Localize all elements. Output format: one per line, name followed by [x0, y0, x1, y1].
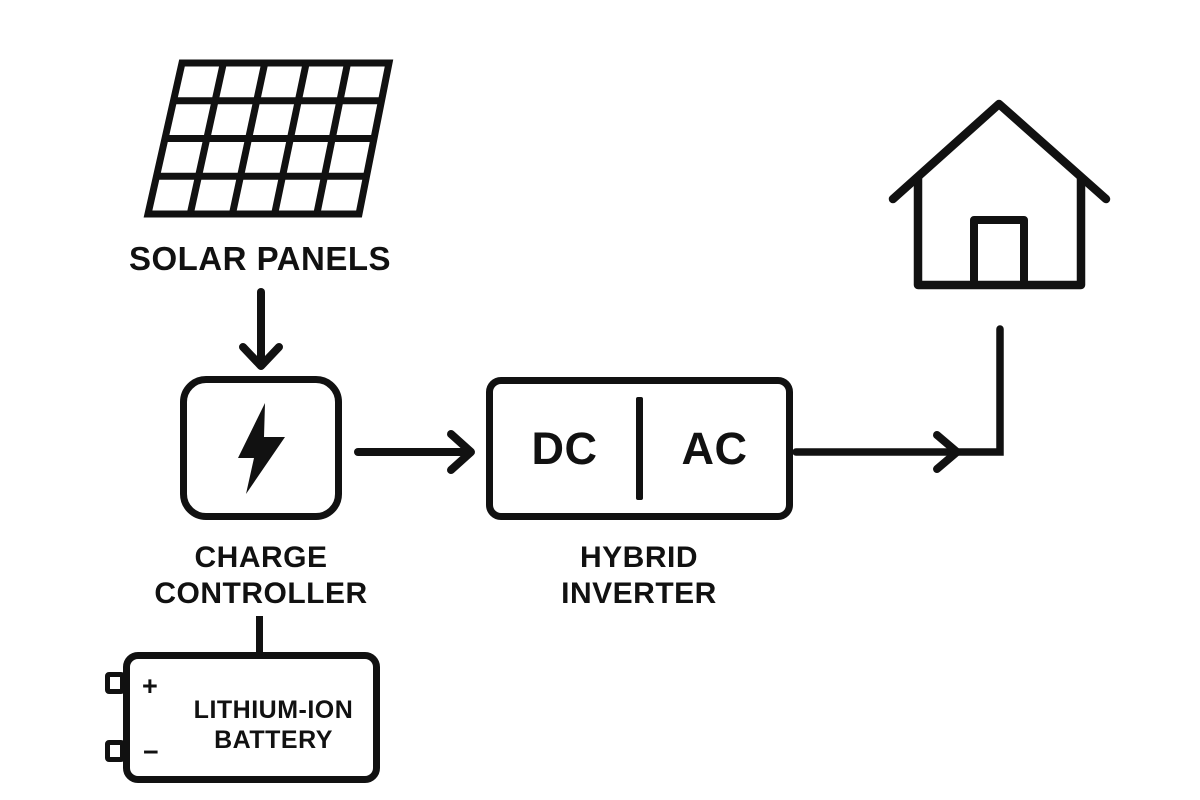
- battery-plus-sign: +: [142, 671, 158, 701]
- arrow-panels-to-controller-icon: [239, 288, 283, 370]
- battery-label: LITHIUM-ION BATTERY: [193, 696, 354, 754]
- charge-controller-node: [180, 376, 342, 520]
- battery-node: + − LITHIUM-ION BATTERY: [123, 652, 380, 783]
- solar-panel-grid-icon: [143, 59, 394, 218]
- house-icon: [888, 99, 1111, 290]
- hybrid-inverter-node: DC AC: [486, 377, 793, 520]
- arrow-controller-to-inverter-icon: [354, 430, 475, 474]
- battery-minus-sign: −: [143, 737, 159, 767]
- battery-terminal-tab-negative: [105, 740, 125, 762]
- arrow-inverter-to-home-icon: [792, 325, 1004, 473]
- solar-panels-label: SOLAR PANELS: [128, 240, 392, 277]
- charge-controller-label: CHARGE CONTROLLER: [154, 541, 368, 610]
- battery-terminal-tab-positive: [105, 672, 125, 694]
- inverter-dc-port-label: DC: [531, 422, 598, 474]
- inverter-ac-port-label: AC: [681, 422, 748, 474]
- hybrid-inverter-label: HYBRID INVERTER: [561, 541, 717, 610]
- inverter-divider: [636, 397, 643, 500]
- lightning-bolt-icon: [237, 402, 285, 494]
